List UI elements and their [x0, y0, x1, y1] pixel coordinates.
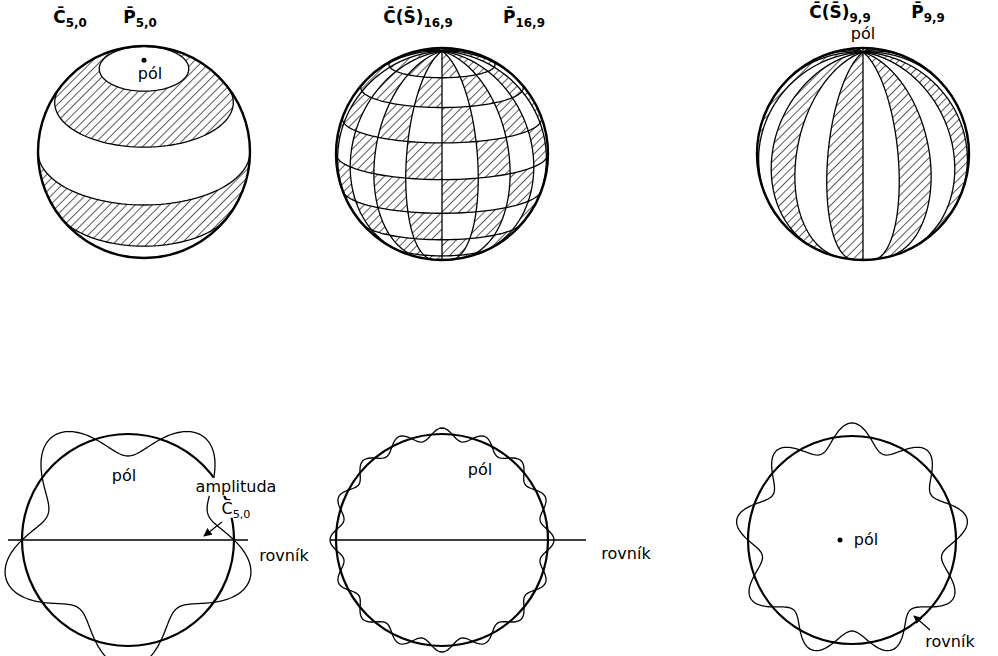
function-symbol: P̄16,9: [501, 8, 547, 28]
equator-label: rovník: [923, 633, 976, 651]
coefficient-symbol: C̄(S̄)16,9: [381, 8, 455, 28]
sectoral-profile: [737, 423, 968, 651]
sphere-outline: [38, 46, 250, 258]
nodal-line: [55, 86, 234, 147]
function-symbol: P̄5,0: [121, 8, 159, 28]
sphere-ground: [38, 46, 250, 258]
coefficient-symbol: C̄(S̄)9,9: [807, 3, 872, 23]
amplitude-leader: [204, 522, 222, 536]
nodal-line: [442, 51, 546, 216]
wave-curve: [737, 423, 968, 651]
nodal-line: [863, 52, 967, 211]
sphere-ground: [336, 48, 548, 260]
hatched-region: [863, 52, 967, 250]
nodal-line: [862, 52, 863, 260]
pole-dot: [142, 58, 147, 63]
equator-line: [8, 539, 248, 541]
nodal-line: [99, 46, 189, 91]
nodal-line: [827, 52, 863, 259]
hatched-region: [52, 179, 144, 247]
function-symbol: P̄9,9: [909, 3, 947, 23]
hatched-region: [406, 141, 442, 179]
coefficient-symbol: C̄5,0: [51, 8, 89, 28]
coefficient-symbol: C̄5,0: [220, 500, 253, 518]
pole-label: pól: [852, 531, 880, 549]
pole-label: pól: [466, 461, 494, 479]
equator-label: rovník: [599, 545, 652, 563]
pole-label: pól: [110, 467, 138, 485]
nodal-line: [759, 52, 863, 211]
hatched-region: [476, 137, 510, 178]
equator-line: [330, 539, 586, 541]
nodal-line: [38, 152, 250, 205]
hatched-region: [442, 178, 478, 213]
sectoral-sphere: [757, 48, 969, 260]
nodal-line: [406, 51, 442, 259]
pole-label: pól: [136, 65, 164, 83]
hatched-region: [221, 152, 250, 224]
reference-circle: [748, 436, 956, 644]
nodal-line: [795, 52, 863, 257]
tesseral-profile: [330, 428, 586, 652]
pole-label: pól: [849, 25, 877, 43]
sphere-ground: [757, 48, 969, 260]
hatched-region: [374, 174, 408, 212]
nodal-line: [441, 51, 442, 260]
equator-label: rovník: [257, 547, 310, 565]
zonal-sphere: [38, 46, 250, 258]
tesseral-sphere: [336, 48, 548, 260]
hatched-region: [488, 67, 522, 98]
sphere-outline: [336, 48, 548, 260]
equator-leader: [914, 616, 930, 630]
nodal-line: [863, 52, 899, 259]
nodal-line: [863, 52, 931, 257]
nodal-line: [374, 51, 442, 258]
pole-dot: [838, 538, 843, 543]
sphere-outline: [757, 48, 969, 260]
wave-curve: [5, 432, 251, 656]
hatched-region: [827, 52, 863, 260]
nodal-line: [442, 51, 478, 259]
amplitude-label: amplituda: [194, 478, 279, 496]
zonal-profile: [5, 432, 251, 656]
hatched-region: [144, 179, 236, 247]
hatched-region: [522, 84, 542, 123]
